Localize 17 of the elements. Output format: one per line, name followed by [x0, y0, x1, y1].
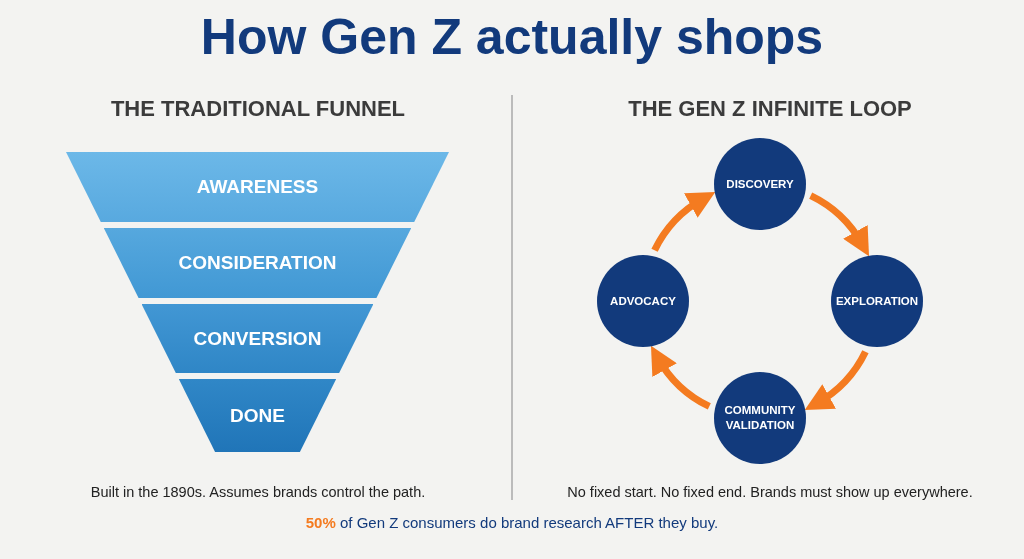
stage-circle: COMMUNITY VALIDATION — [714, 372, 806, 464]
funnel-stage: CONSIDERATION — [103, 228, 412, 298]
note: Built in the 1890s. Assumes brands control the path. — [89, 484, 427, 500]
note: No fixed start. No fixed end. Brands must show up everywhere. — [566, 484, 974, 500]
section-heading: THE TRADITIONAL FUNNEL — [109, 96, 407, 122]
footnote: 50% of Gen Z consumers do brand research AFTER they buy. — [304, 514, 720, 531]
funnel-stage: AWARENESS — [66, 152, 449, 222]
section-heading: THE GEN Z INFINITE LOOP — [627, 96, 913, 122]
stage-circle: DISCOVERY — [714, 138, 806, 230]
title: How Gen Z actually shops — [199, 8, 825, 66]
stage-circle: EXPLORATION — [831, 255, 923, 347]
arrow — [809, 192, 870, 256]
arrow — [650, 346, 711, 410]
stage-circle: ADVOCACY — [597, 255, 689, 347]
funnel-stage: DONE — [178, 379, 337, 452]
arrow — [805, 350, 869, 411]
funnel-stage: CONVERSION — [141, 304, 374, 373]
